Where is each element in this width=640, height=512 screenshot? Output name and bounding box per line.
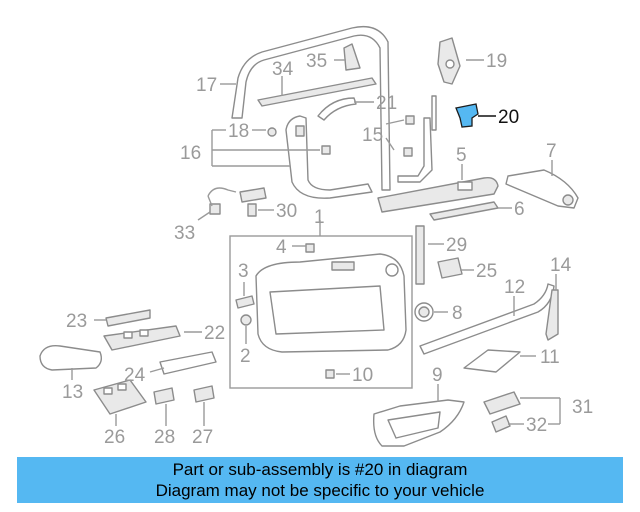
part-22-switch-panel bbox=[103, 325, 181, 351]
part-30-switch bbox=[239, 187, 267, 217]
callout-33: 33 bbox=[174, 223, 195, 244]
part-34-trim-strip bbox=[257, 77, 377, 107]
part-12-armrest bbox=[419, 283, 555, 355]
callout-26: 26 bbox=[104, 427, 125, 448]
part-7-mirror-sail bbox=[505, 169, 579, 209]
callout-20: 20 bbox=[498, 107, 519, 128]
callout-6: 6 bbox=[514, 199, 525, 220]
part-18-clip bbox=[267, 127, 277, 137]
callout-10: 10 bbox=[352, 365, 373, 386]
callout-32: 32 bbox=[526, 415, 547, 436]
part-27-button bbox=[193, 385, 215, 403]
info-banner: Part or sub-assembly is #20 in diagram D… bbox=[17, 457, 623, 503]
callout-25: 25 bbox=[476, 261, 497, 282]
callout-7: 7 bbox=[546, 141, 557, 162]
part-9-lower-pocket bbox=[372, 399, 465, 447]
callout-22: 22 bbox=[204, 323, 225, 344]
callout-13: 13 bbox=[62, 382, 83, 403]
callout-21: 21 bbox=[376, 93, 397, 114]
part-35-mirror-patch bbox=[343, 43, 361, 71]
callout-27: 27 bbox=[192, 427, 213, 448]
part-19-bracket bbox=[431, 37, 461, 131]
part-14-side-strip bbox=[545, 289, 559, 341]
callout-5: 5 bbox=[456, 145, 467, 166]
callout-16: 16 bbox=[180, 143, 201, 164]
callout-15: 15 bbox=[362, 125, 383, 146]
callout-23: 23 bbox=[66, 311, 87, 332]
part-23-trim bbox=[105, 309, 151, 327]
callout-24: 24 bbox=[124, 365, 146, 386]
callout-8: 8 bbox=[452, 303, 463, 324]
callout-2: 2 bbox=[240, 346, 251, 367]
callout-1: 1 bbox=[314, 207, 325, 228]
part-26-switch-block bbox=[93, 379, 147, 415]
callout-9: 9 bbox=[432, 365, 443, 386]
callout-35: 35 bbox=[306, 51, 327, 72]
callout-4: 4 bbox=[276, 237, 287, 258]
banner-part-line: Part or sub-assembly is #20 in diagram bbox=[172, 460, 468, 479]
callout-17: 17 bbox=[196, 75, 217, 96]
part-6-lower-trim bbox=[429, 201, 499, 221]
part-5-handle-trim bbox=[377, 176, 499, 213]
part-1-door-panel-group bbox=[229, 235, 413, 389]
banner-disclaimer-line: Diagram may not be specific to your vehi… bbox=[155, 481, 485, 500]
callout-18: 18 bbox=[228, 121, 249, 142]
part-31-connector bbox=[483, 391, 521, 415]
part-11-trim-plate bbox=[463, 349, 521, 373]
part-21-arc-trim bbox=[317, 97, 357, 121]
part-33-wiring bbox=[207, 187, 237, 215]
callout-14: 14 bbox=[550, 255, 572, 276]
callout-11: 11 bbox=[540, 347, 560, 368]
callout-31: 31 bbox=[572, 397, 593, 418]
part-17-window-frame bbox=[231, 25, 391, 191]
part-32-connector bbox=[491, 415, 511, 433]
part-8-speaker-grille bbox=[414, 302, 434, 322]
part-16-door-frame bbox=[285, 115, 373, 199]
exploded-parts-diagram: 17 34 35 19 20 21 18 16 15 5 6 7 33 30 1… bbox=[39, 25, 593, 448]
callout-28: 28 bbox=[154, 427, 175, 448]
callout-19: 19 bbox=[486, 51, 507, 72]
callout-12: 12 bbox=[504, 277, 525, 298]
leader-lines bbox=[71, 59, 561, 426]
callout-3: 3 bbox=[238, 261, 249, 282]
callout-29: 29 bbox=[446, 235, 467, 256]
callout-30: 30 bbox=[276, 201, 297, 222]
part-25-window-switch bbox=[437, 257, 463, 279]
part-13-handle bbox=[39, 345, 103, 371]
part-28-button bbox=[153, 387, 175, 405]
part-20-highlighted bbox=[455, 103, 479, 128]
part-15-seal bbox=[397, 115, 433, 183]
callout-34: 34 bbox=[272, 59, 294, 80]
part-29-strip bbox=[415, 225, 425, 285]
part-24-trim bbox=[159, 351, 217, 375]
